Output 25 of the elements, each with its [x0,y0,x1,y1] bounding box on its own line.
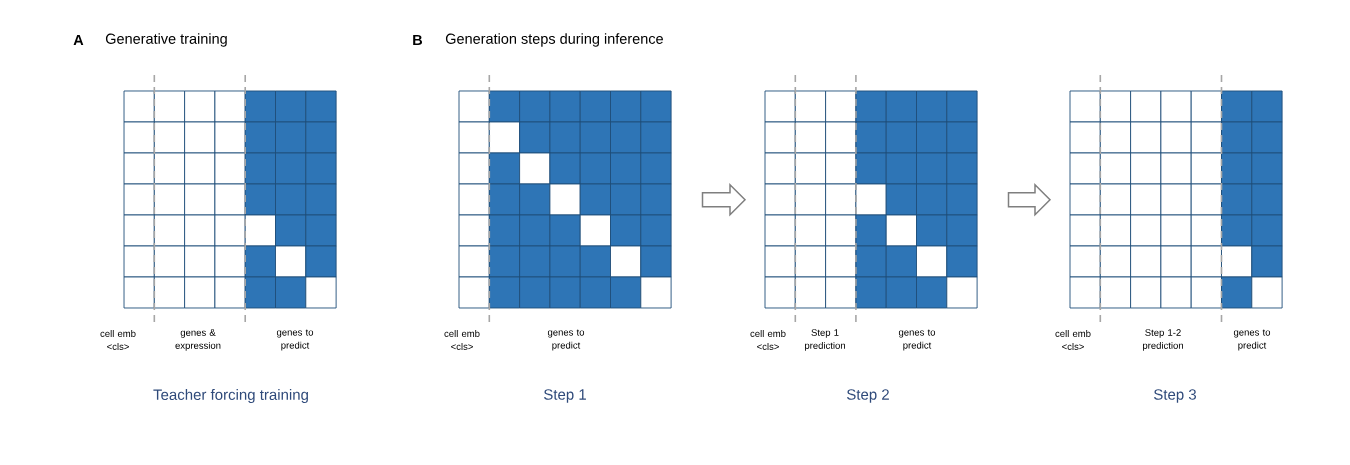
panel-label: Step 2 [847,389,889,403]
grid-drawing [764,74,978,323]
panel-title: Generative training [105,33,227,47]
panel-letter: A [73,35,84,45]
column-label: Step 1 prediction [805,329,845,351]
panel-letter: B [413,35,423,45]
column-label: cell emb <cls> [750,330,786,350]
block-arrow [701,182,747,217]
column-label: genes to predict [276,329,314,351]
column-label: genes to predict [547,329,585,351]
column-label: cell emb <cls> [1055,330,1091,350]
panel-label: Teacher forcing training [153,389,308,403]
column-label: genes to predict [898,329,936,351]
panel-title: Generation steps during inference [445,33,663,47]
grid-drawing [1069,74,1283,323]
column-label: genes & expression [175,329,221,351]
block-arrow [1007,182,1052,217]
column-label: cell emb <cls> [100,330,136,350]
column-label: cell emb <cls> [444,330,480,350]
column-label: genes to predict [1233,329,1271,351]
grid-drawing [458,74,672,323]
grid-drawing [123,74,337,323]
panel-label: Step 3 [1154,389,1196,403]
panel-label: Step 1 [544,389,586,403]
column-label: Step 1-2 prediction [1143,329,1183,351]
